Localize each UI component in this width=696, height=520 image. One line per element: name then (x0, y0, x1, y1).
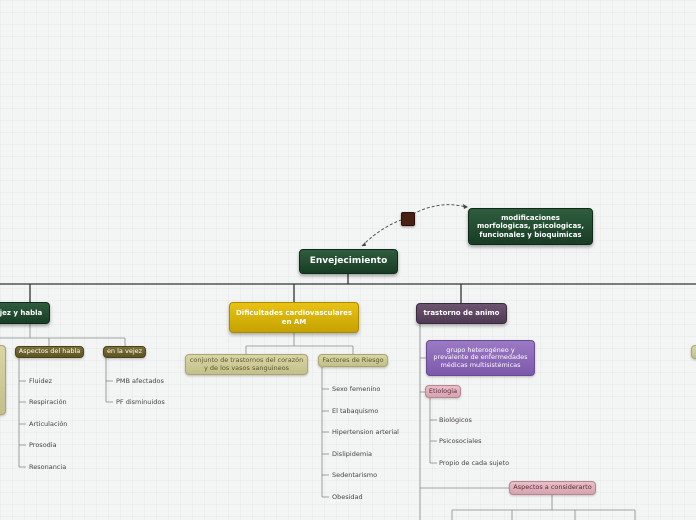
floating-topic[interactable]: modificaciones morfologicas, psicologica… (468, 208, 593, 245)
risk-item[interactable]: Sedentarismo (332, 471, 378, 479)
risk-item[interactable]: Sexo femenino (332, 385, 381, 393)
aspects-to-consider[interactable]: Aspectos a considerarto (509, 481, 596, 495)
aspect-item[interactable]: Fluidez (29, 377, 53, 385)
etiology[interactable]: Etiologia (425, 385, 461, 398)
branch-cardiovascular[interactable]: Dificultades cardiovasculares en AM (229, 302, 359, 333)
relationship-marker[interactable] (401, 212, 415, 226)
aspect-item[interactable]: Respiración (29, 398, 67, 406)
mood-group-description[interactable]: grupo heterogéneo y prevalente de enferm… (426, 340, 535, 376)
aspects-of-speech[interactable]: Aspectos del habla (15, 346, 84, 358)
branch-mood-disorder[interactable]: trastorno de animo (416, 303, 507, 324)
risk-factors[interactable]: Factores de Riesgo (318, 354, 388, 367)
risk-item[interactable]: Hipertension arterial (332, 428, 399, 436)
risk-item[interactable]: Obesidad (332, 493, 363, 501)
offscreen-node[interactable] (691, 345, 696, 359)
risk-item[interactable]: El tabaquismo (332, 407, 379, 415)
voice-side-card[interactable] (0, 345, 6, 415)
etiology-item[interactable]: Biológicos (439, 416, 472, 424)
etiology-item[interactable]: Psicosociales (439, 437, 482, 445)
branch-voice[interactable]: jez y habla (0, 302, 50, 324)
etiology-item[interactable]: Propio de cada sujeto (439, 459, 510, 467)
central-topic[interactable]: Envejecimiento (299, 249, 398, 274)
aspect-item[interactable]: Resonancia (29, 463, 67, 471)
risk-item[interactable]: Dislipidemia (332, 450, 372, 458)
in-old-age[interactable]: en la vejez (103, 346, 146, 358)
cardio-definition[interactable]: conjunto de trastornos del corazón y de … (185, 354, 308, 375)
aspect-item[interactable]: Prosodia (29, 441, 57, 449)
old-age-item[interactable]: PF disminuidos (116, 398, 165, 406)
aspect-item[interactable]: Articulación (29, 420, 68, 428)
old-age-item[interactable]: PMB afectados (116, 377, 164, 385)
